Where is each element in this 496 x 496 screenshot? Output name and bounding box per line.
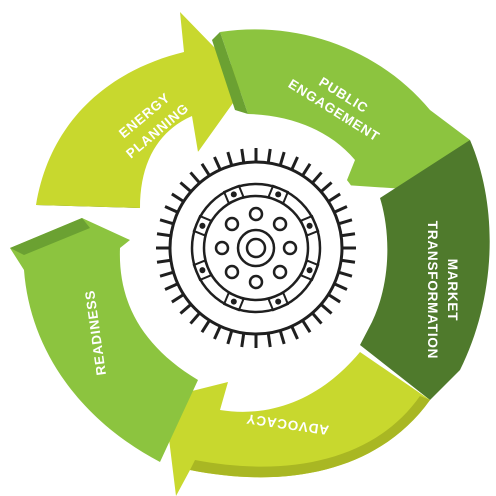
gear-tooth bbox=[179, 303, 192, 315]
gear-tooth bbox=[301, 163, 312, 177]
gear-tooth bbox=[311, 312, 323, 325]
gear-hole bbox=[214, 240, 230, 256]
gear-tooth bbox=[290, 156, 299, 171]
gear-center-hole bbox=[245, 237, 267, 259]
gear-tooth bbox=[213, 325, 222, 340]
gear-icon bbox=[156, 148, 356, 348]
gear-tooth bbox=[240, 148, 246, 164]
gear-slots bbox=[192, 184, 320, 312]
gear-slot bbox=[299, 259, 320, 282]
label-market-transformation: MARKET TRANSFORMATION bbox=[425, 221, 460, 359]
gear-tooth bbox=[156, 232, 172, 238]
gear-tooth bbox=[327, 192, 341, 203]
gear-hole bbox=[248, 206, 264, 222]
gear-tooth bbox=[240, 332, 246, 348]
advocacy-shade bbox=[190, 396, 430, 478]
gear-tooth bbox=[200, 319, 211, 333]
gear-tooth bbox=[164, 205, 179, 214]
readiness-shade bbox=[10, 218, 90, 255]
gear-hole bbox=[272, 264, 288, 280]
gear-tooth bbox=[179, 181, 192, 193]
public-engagement-shade bbox=[212, 32, 248, 114]
gear-tooth bbox=[200, 163, 211, 177]
gear-tooth bbox=[164, 282, 179, 291]
gear-tooth bbox=[340, 258, 356, 264]
gear-slot bbox=[192, 214, 213, 237]
gear-slot bbox=[299, 214, 320, 237]
gear-tooth bbox=[333, 205, 348, 214]
gear-tooth bbox=[301, 319, 312, 333]
label-market-transformation-line1: MARKET bbox=[445, 259, 460, 322]
gear-tooth bbox=[213, 156, 222, 171]
gear-slot bbox=[267, 184, 290, 205]
gear-hole bbox=[224, 216, 240, 232]
gear-tooth bbox=[171, 192, 185, 203]
gear-tooth bbox=[338, 270, 353, 278]
gear-slot bbox=[222, 184, 245, 205]
gear-tooth bbox=[333, 282, 348, 291]
gear-slot bbox=[267, 291, 290, 312]
gear-tooth bbox=[327, 293, 341, 304]
gear-slot bbox=[192, 259, 213, 282]
gear-center-ring bbox=[236, 228, 276, 268]
gear-teeth bbox=[156, 148, 356, 348]
gear-slot bbox=[222, 291, 245, 312]
gear-tooth bbox=[266, 148, 272, 164]
segment-advocacy bbox=[164, 352, 430, 496]
gear-rim bbox=[190, 182, 322, 314]
gear-tooth bbox=[189, 171, 201, 184]
gear-tooth bbox=[311, 171, 323, 184]
segment-readiness bbox=[10, 218, 198, 462]
label-market-transformation-line2: TRANSFORMATION bbox=[425, 221, 440, 359]
gear-hole bbox=[248, 274, 264, 290]
gear-tooth bbox=[156, 258, 172, 264]
gear-tooth bbox=[159, 270, 174, 278]
gear-tooth bbox=[159, 218, 174, 226]
gear-tooth bbox=[171, 293, 185, 304]
gear-tooth bbox=[226, 151, 234, 166]
gear-hole bbox=[282, 240, 298, 256]
gear-tooth bbox=[278, 151, 286, 166]
gear-tooth bbox=[290, 325, 299, 340]
gear-hub-ring bbox=[202, 194, 310, 302]
gear-outer-ring bbox=[168, 160, 344, 336]
gear-holes bbox=[214, 206, 298, 290]
segment-energy-planning bbox=[36, 12, 248, 208]
gear-tooth bbox=[340, 232, 356, 238]
gear-tooth bbox=[278, 330, 286, 345]
gear-tooth bbox=[320, 181, 333, 193]
gear-tooth bbox=[226, 330, 234, 345]
gear-tooth bbox=[320, 303, 333, 315]
segment-market-transformation bbox=[360, 140, 490, 400]
gear-tooth bbox=[338, 218, 353, 226]
gear-hole bbox=[272, 216, 288, 232]
gear-hole bbox=[224, 264, 240, 280]
gear-tooth bbox=[266, 332, 272, 348]
segment-public-engagement bbox=[220, 29, 470, 190]
gear-tooth bbox=[189, 312, 201, 325]
